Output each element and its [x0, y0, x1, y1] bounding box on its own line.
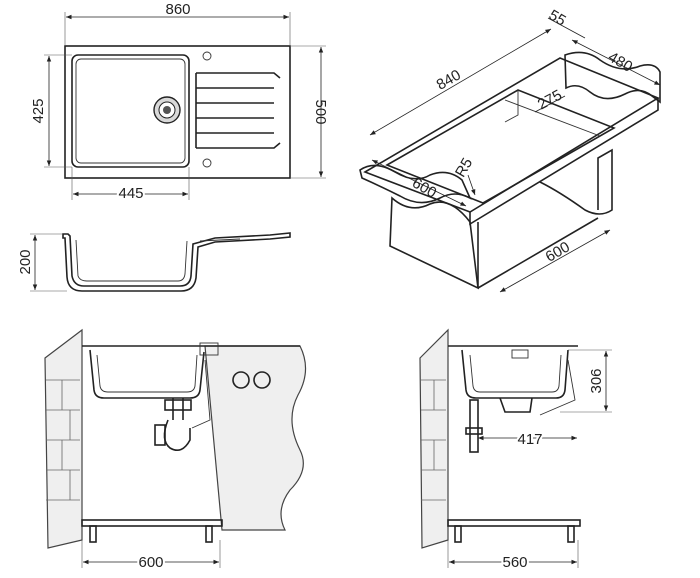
- dimension-label-417: 417: [517, 431, 542, 448]
- isometric-view: 840 55 480 275 R5 600 600: [359, 7, 661, 293]
- dimension-label-425: 425: [30, 98, 47, 123]
- overflow-hole-icon: [202, 158, 212, 168]
- wall-side: [419, 328, 449, 549]
- wall-right: [204, 345, 307, 531]
- drainer-grooves: [195, 72, 281, 149]
- dimension-line-600-cabinet: [499, 229, 611, 293]
- tap-hole-icon: [202, 51, 212, 61]
- side-siphon: [499, 397, 533, 413]
- side-section-view: 200: [17, 232, 291, 292]
- dimension-label-500: 500: [312, 99, 329, 124]
- top-view: 860 425 500 445: [30, 1, 329, 204]
- front-bowl: [89, 349, 205, 399]
- dimension-label-480: 480: [605, 48, 635, 75]
- valve-icon: [253, 371, 271, 389]
- siphon-pipe: [172, 398, 184, 420]
- brick-pattern: [46, 379, 80, 501]
- front-installation-view: 600: [44, 328, 307, 573]
- bowl-outline: [71, 54, 190, 168]
- dimension-label-600-cabinet: 600: [543, 238, 573, 265]
- cabinet-left: [389, 196, 479, 290]
- dimension-label-200: 200: [17, 249, 34, 274]
- sink-outline: [64, 45, 291, 179]
- dimension-line-480: [571, 39, 661, 86]
- dimension-label-560: 560: [502, 554, 527, 571]
- side-bowl: [461, 349, 569, 399]
- dimension-label-445: 445: [118, 185, 143, 202]
- sink-profile: [62, 232, 291, 292]
- cabinet-base: [81, 519, 223, 527]
- side-cabinet-base: [447, 519, 581, 527]
- side-installation-view: 306 417 560: [419, 328, 612, 573]
- dimension-label-600-front-view: 600: [138, 554, 163, 571]
- dimension-label-306: 306: [588, 368, 605, 393]
- dimension-label-r5: R5: [452, 155, 476, 180]
- brick-pattern-side: [421, 379, 446, 501]
- dimension-label-860: 860: [165, 1, 190, 18]
- siphon-trap: [163, 419, 191, 451]
- dimension-line-600-front: [371, 159, 467, 207]
- wall-left: [44, 328, 83, 549]
- drain-icon: [153, 96, 181, 124]
- dimension-line-840: [369, 28, 552, 136]
- dimension-label-55: 55: [546, 7, 569, 30]
- valve-icon: [232, 371, 250, 389]
- dimension-label-840: 840: [434, 66, 464, 93]
